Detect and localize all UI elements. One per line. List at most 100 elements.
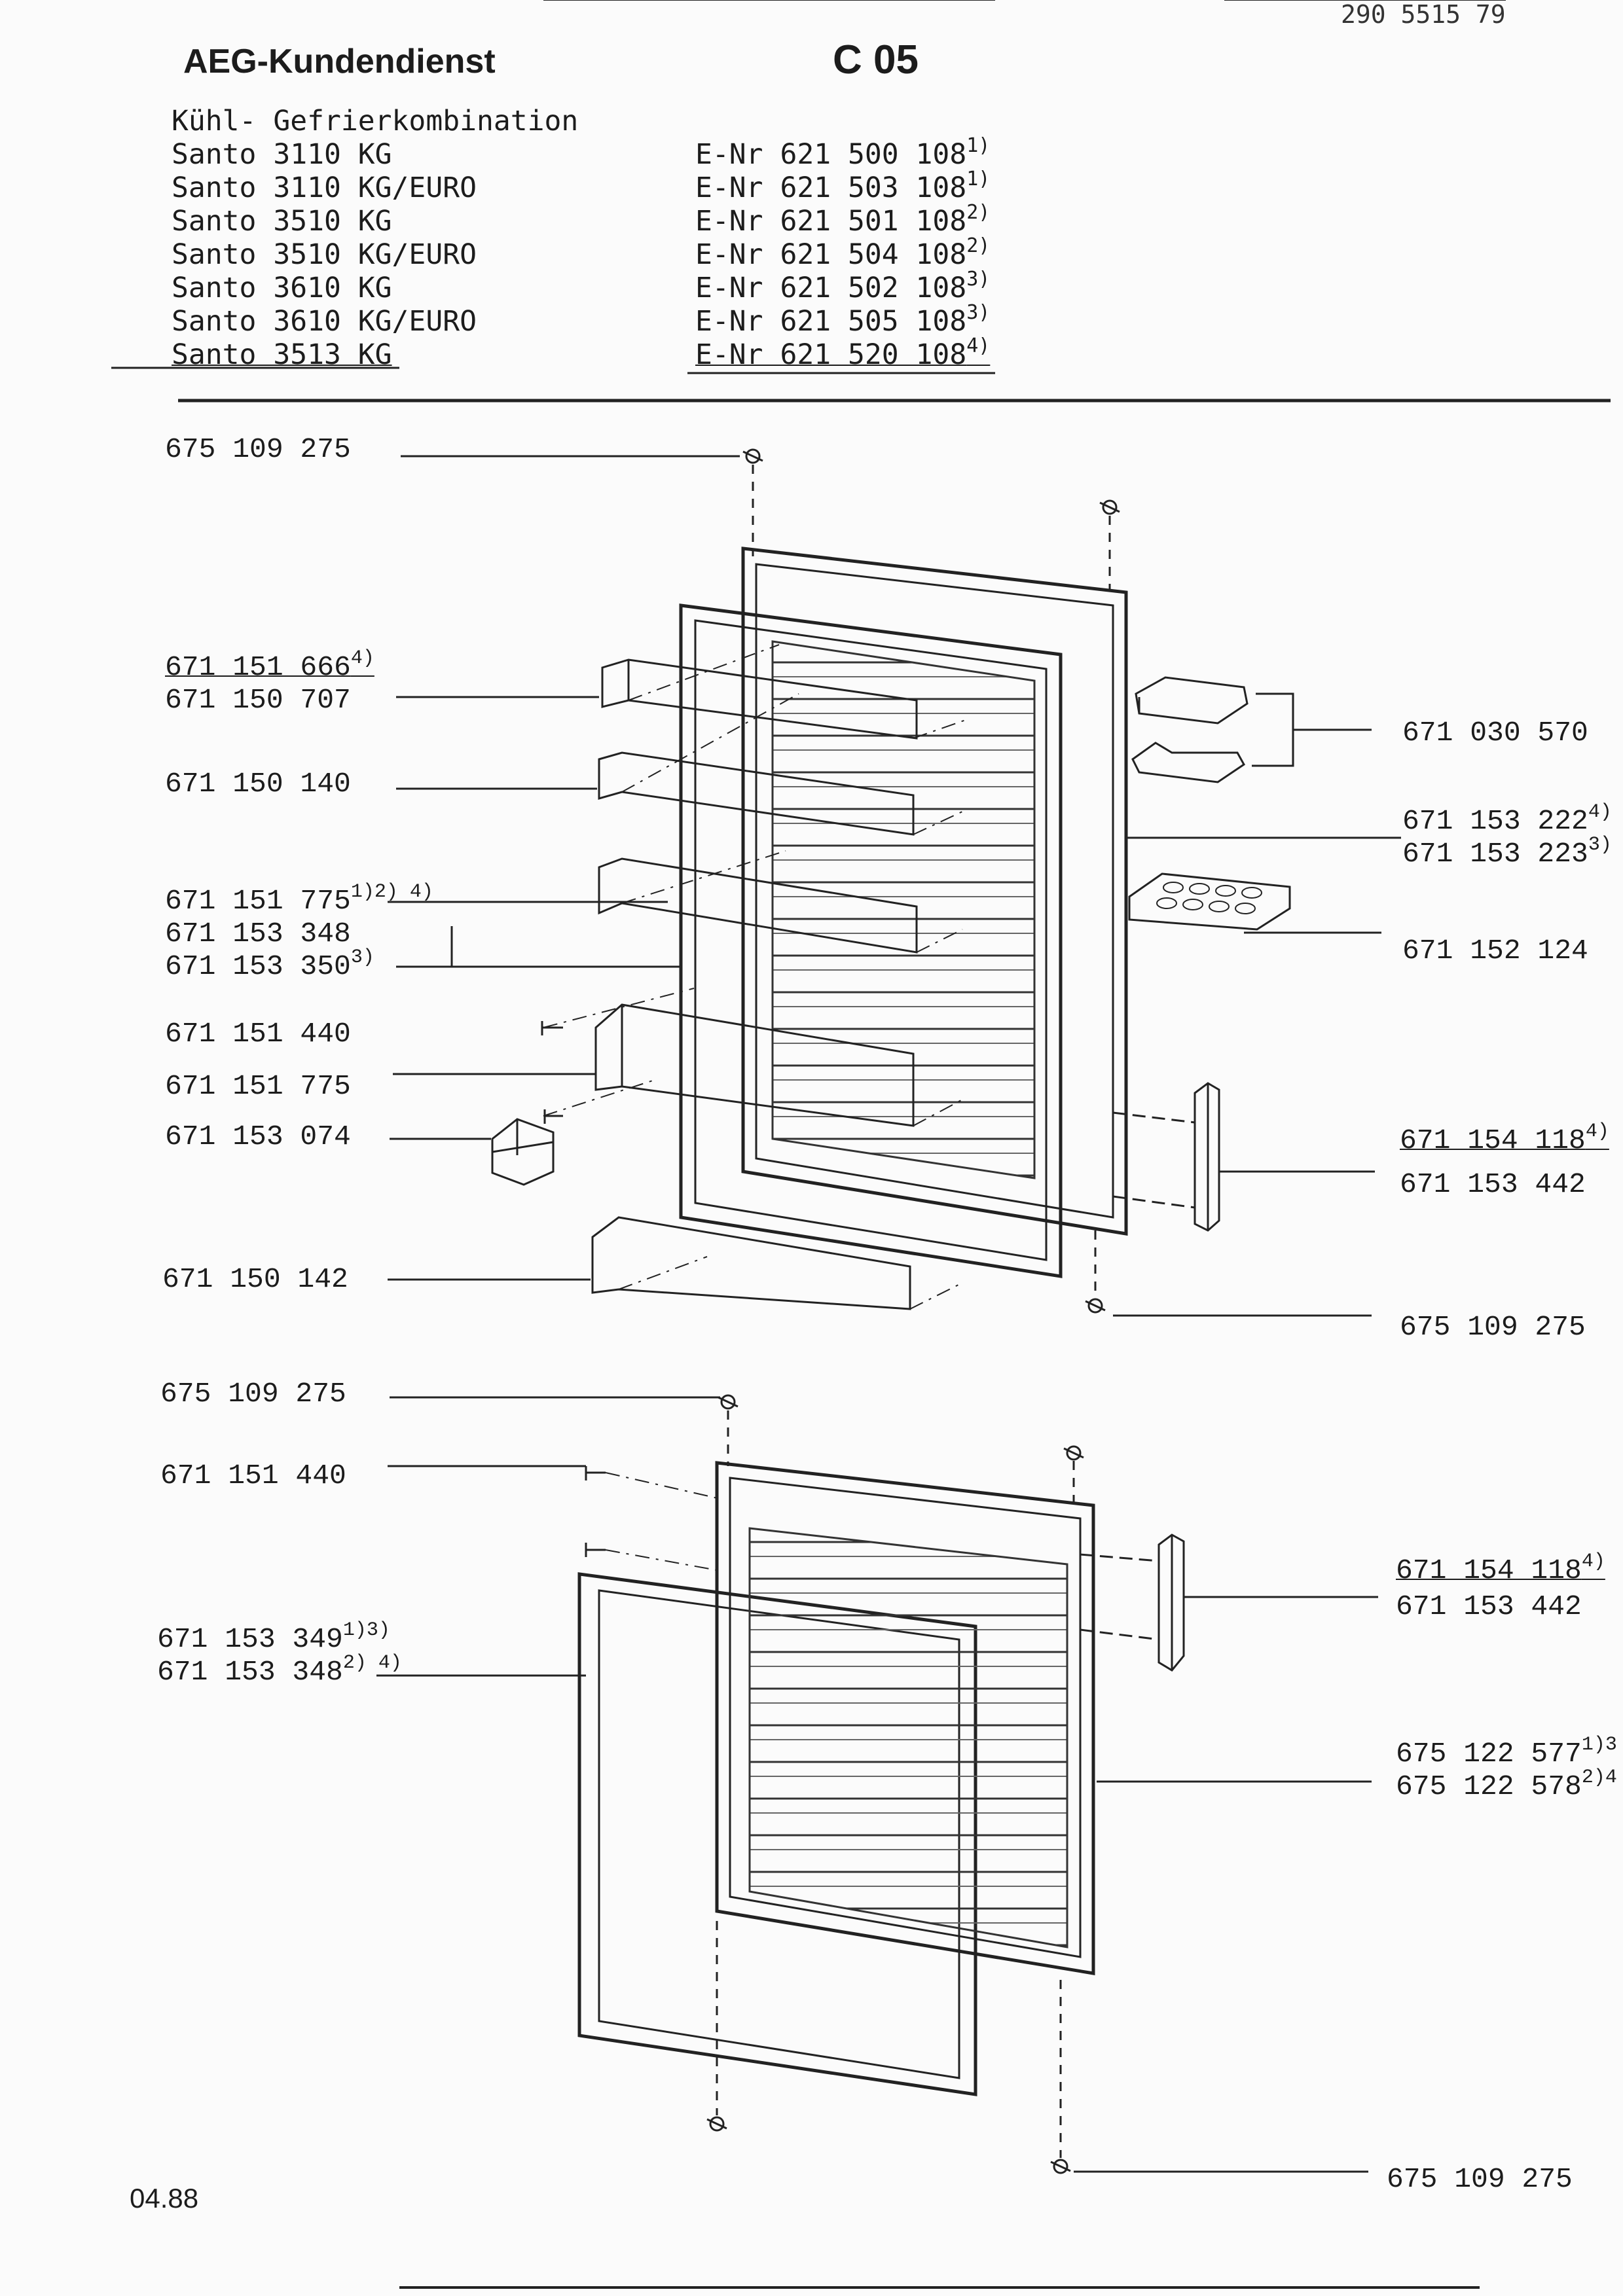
model-name: Santo 3110 KG [172, 138, 392, 171]
enr-number: E-Nr 621 504 108 [695, 238, 967, 271]
pin-icon [543, 1109, 563, 1124]
category-label: Kühl- Gefrierkombination [172, 105, 579, 137]
fridge-door-outer [741, 547, 1128, 1236]
part-number: 675 122 578 [1396, 1770, 1582, 1803]
footnote: 4) 1)2) [1588, 801, 1623, 823]
part-label: 671 153 442 [1400, 1168, 1586, 1200]
door-handle [1112, 1082, 1220, 1232]
footnote: 1)3) [342, 1619, 390, 1641]
part-label: 671 153 074 [165, 1121, 351, 1153]
footnote: 2)4 [1581, 1767, 1617, 1789]
fridge-door-inner [679, 603, 1063, 1278]
model-name: Santo 3610 KG/EURO [172, 305, 477, 338]
part-number: 671 151 666 [165, 651, 351, 683]
model-name: Santo 3610 KG [172, 272, 392, 304]
revision-date: 04.88 [130, 2183, 199, 2214]
door-shelf-top [601, 658, 918, 740]
section-code: C 05 [833, 37, 919, 82]
part-number: 671 154 118 [1396, 1554, 1582, 1587]
bottle-shelf [591, 1216, 911, 1310]
footnote: 2) 4) [342, 1652, 402, 1674]
footnote: 3) [966, 301, 991, 324]
part-label: 675 109 275 [165, 433, 351, 465]
enr-line: E-Nr 621 500 1081) [695, 136, 990, 171]
part-label: 671 153 348 [165, 918, 351, 950]
enr-line: E-Nr 621 504 1082) [695, 236, 990, 272]
footnote: 1) [966, 168, 991, 190]
part-number: 671 153 350 [165, 950, 351, 982]
hinge-pin-icon [1050, 1980, 1071, 2174]
part-number: 671 153 348 [157, 1656, 343, 1688]
egg-tray [1128, 872, 1291, 931]
enr-number: E-Nr 621 502 108 [695, 272, 967, 304]
enr-number: E-Nr 621 500 108 [695, 138, 967, 171]
butter-box [1131, 676, 1249, 783]
part-label: 675 109 275 [1400, 1311, 1586, 1343]
part-label: 671 030 570 [1402, 717, 1588, 749]
footnote: 3) [1588, 834, 1612, 856]
footnote: 4) [1581, 1551, 1605, 1573]
enr-number: E-Nr 621 520 108 [695, 338, 967, 371]
part-label: 671 150 142 [162, 1263, 348, 1295]
footnote: 4) [966, 334, 991, 357]
part-label: 671 151 6664) [165, 649, 374, 683]
footnote: 2) [966, 234, 991, 257]
hinge-pin-icon [1099, 499, 1120, 589]
hinge-pin-icon [1063, 1445, 1084, 1505]
footnote: 3) [350, 946, 374, 969]
hinge-pin-icon [1085, 1230, 1106, 1314]
part-label: 671 153 3482) 4) [157, 1653, 402, 1688]
part-number: 671 153 222 [1402, 805, 1588, 837]
part-label: 671 151 440 [160, 1460, 346, 1492]
model-name: Santo 3110 KG/EURO [172, 171, 477, 204]
enr-line: E-Nr 621 501 1082) [695, 203, 990, 238]
footnote: 2) [966, 201, 991, 224]
part-label: 671 154 1184) [1396, 1551, 1605, 1587]
footnote: 4) [1585, 1121, 1609, 1143]
enr-number: E-Nr 621 501 108 [695, 205, 967, 238]
part-number: 671 154 118 [1400, 1124, 1586, 1157]
part-label: 675 109 275 [1387, 2163, 1573, 2195]
model-name: Santo 3510 KG/EURO [172, 238, 477, 271]
footnote: 1) [966, 134, 991, 157]
door-handle [1080, 1534, 1185, 1672]
part-number: 671 153 223 [1402, 838, 1588, 870]
enr-line: E-Nr 621 503 1081) [695, 168, 991, 205]
enr-number: E-Nr 621 505 108 [695, 305, 967, 338]
footnote: 1)2) 4) [350, 881, 433, 903]
hinge-pin-icon [706, 1921, 727, 2132]
enr-number: E-Nr 621 503 108 [695, 171, 967, 204]
part-label: 675 109 275 [160, 1378, 346, 1410]
freezer-door-outer [715, 1461, 1095, 1975]
hinge-pin-icon [742, 448, 763, 556]
model-name: Santo 3513 KG [172, 338, 392, 371]
pin-icon [585, 1466, 721, 1499]
document-number: 290 5515 79 [1341, 0, 1506, 29]
part-label: 671 150 140 [165, 768, 351, 800]
enr-line: E-Nr 621 502 1083) [695, 270, 990, 305]
part-label: 671 151 7751)2) 4) [165, 882, 433, 917]
part-label: 671 153 2233) [1402, 835, 1612, 870]
part-label: 671 153 3491)3) [157, 1621, 390, 1655]
part-label: 671 154 1184) [1400, 1121, 1609, 1157]
pin-icon [585, 1543, 721, 1571]
butter-box-bracket [1252, 692, 1372, 767]
model-name: Santo 3510 KG [172, 205, 392, 238]
part-number: 671 153 349 [157, 1623, 343, 1655]
footnote: 1)3 [1581, 1734, 1617, 1756]
part-label: 671 153 3503) [165, 948, 374, 982]
small-box [491, 1118, 555, 1186]
part-label: 671 150 707 [165, 684, 351, 716]
enr-list: E-Nr 621 500 1081) E-Nr 621 503 1081) E-… [695, 136, 991, 372]
enr-line: E-Nr 621 520 1084) [695, 336, 990, 372]
part-number: 671 151 775 [165, 885, 351, 917]
leader-lines [376, 455, 1401, 2173]
part-label: 671 151 440 [165, 1018, 351, 1050]
part-label: 671 151 775 [165, 1070, 351, 1102]
pin-icon [541, 1021, 563, 1035]
part-label: 671 152 124 [1402, 935, 1588, 967]
part-label: 675 122 5771)3 [1396, 1735, 1617, 1770]
model-list: Kühl- Gefrierkombination Santo 3110 KG S… [172, 105, 578, 372]
part-label: 671 153 2224) 1)2) [1402, 802, 1623, 837]
